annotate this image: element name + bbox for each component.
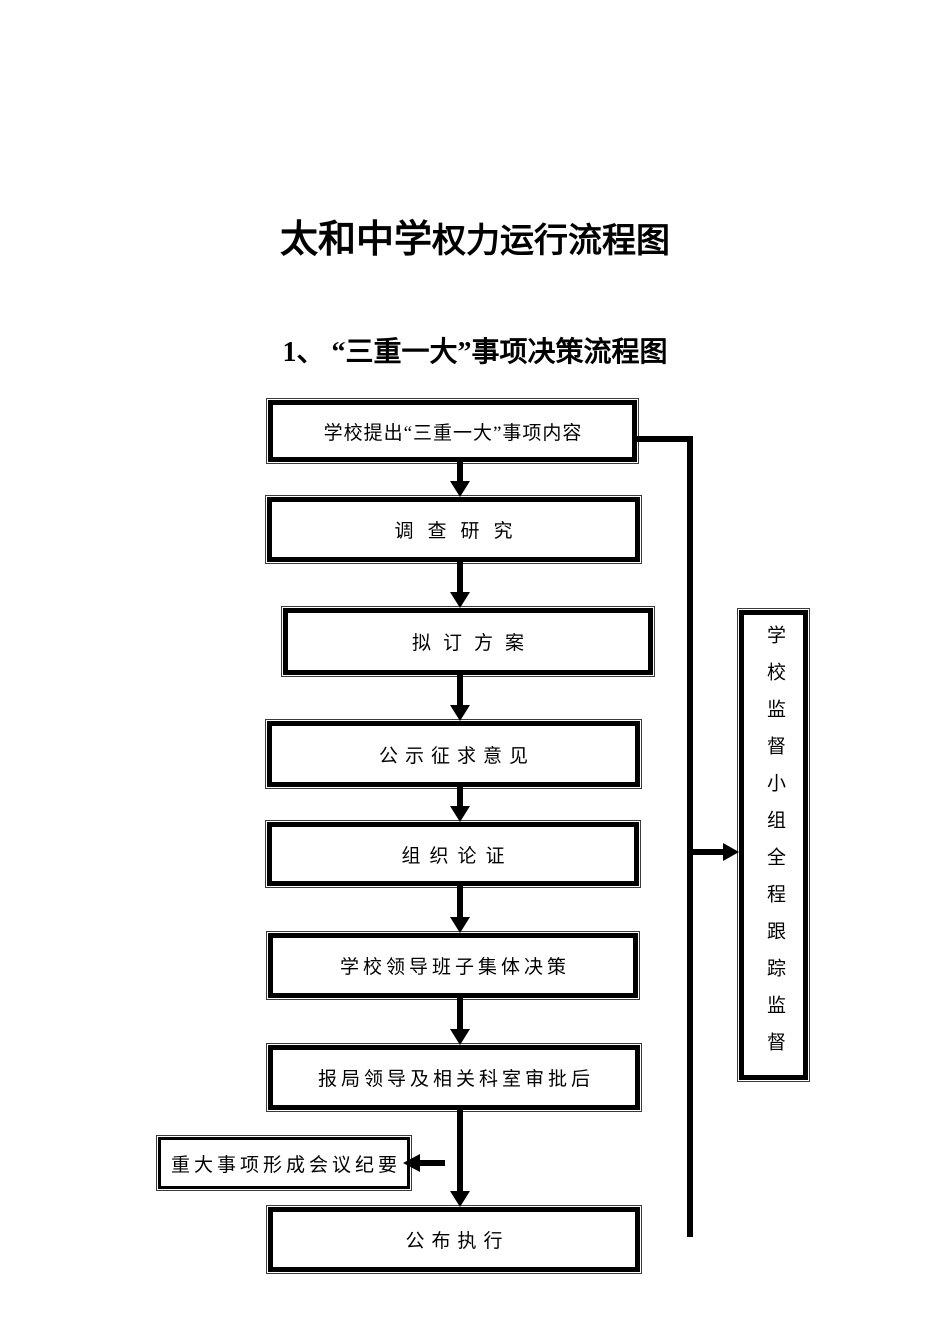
flow-step-propose-items: 学校提出“三重一大”事项内容: [266, 398, 639, 464]
arrow-6-7-head: [450, 1029, 470, 1045]
flow-step-organize-review: 组织论证: [265, 820, 641, 888]
supervision-connector-vertical: [687, 436, 693, 1237]
flow-step-collective-decision: 学校领导班子集体决策: [266, 931, 640, 1000]
arrow-1-2-head: [450, 481, 470, 497]
supervision-connector-top: [636, 436, 693, 442]
arrow-4-5-head: [450, 806, 470, 822]
arrow-4-5-shaft: [457, 787, 463, 808]
flow-step-investigate: 调查研究: [265, 495, 642, 564]
arrow-7-8-head: [450, 1191, 470, 1207]
arrow-to-minutes-shaft: [420, 1160, 445, 1166]
flow-step-publish-execute: 公布执行: [266, 1205, 642, 1274]
page-title-rest: 权力运行流程图: [432, 223, 670, 260]
arrow-7-8-shaft: [457, 1110, 463, 1193]
arrow-to-minutes-head: [403, 1154, 420, 1172]
arrow-2-3-shaft: [457, 562, 463, 594]
arrow-2-3-head: [450, 592, 470, 608]
supervision-box: 学校监督小组全程跟踪监督: [737, 608, 810, 1082]
meeting-minutes-box: 重大事项形成会议纪要: [156, 1135, 412, 1191]
arrow-1-2-shaft: [457, 462, 463, 483]
arrow-6-7-shaft: [457, 998, 463, 1031]
section-heading: 1、 “三重一大”事项决策流程图: [282, 337, 668, 368]
arrow-to-supervision-shaft: [687, 849, 724, 855]
flow-step-bureau-approval: 报局领导及相关科室审批后: [266, 1043, 642, 1112]
arrow-to-supervision-head: [723, 843, 739, 861]
arrow-5-6-head: [450, 917, 470, 933]
flow-step-draft-plan: 拟订方案: [281, 606, 655, 677]
arrow-3-4-shaft: [457, 675, 463, 707]
page-title: 太和中学权力运行流程图: [0, 217, 950, 265]
page-title-school-name: 太和中学: [279, 219, 432, 261]
arrow-3-4-head: [450, 705, 470, 721]
flow-step-public-comment: 公示征求意见: [265, 719, 642, 789]
arrow-5-6-shaft: [457, 886, 463, 919]
